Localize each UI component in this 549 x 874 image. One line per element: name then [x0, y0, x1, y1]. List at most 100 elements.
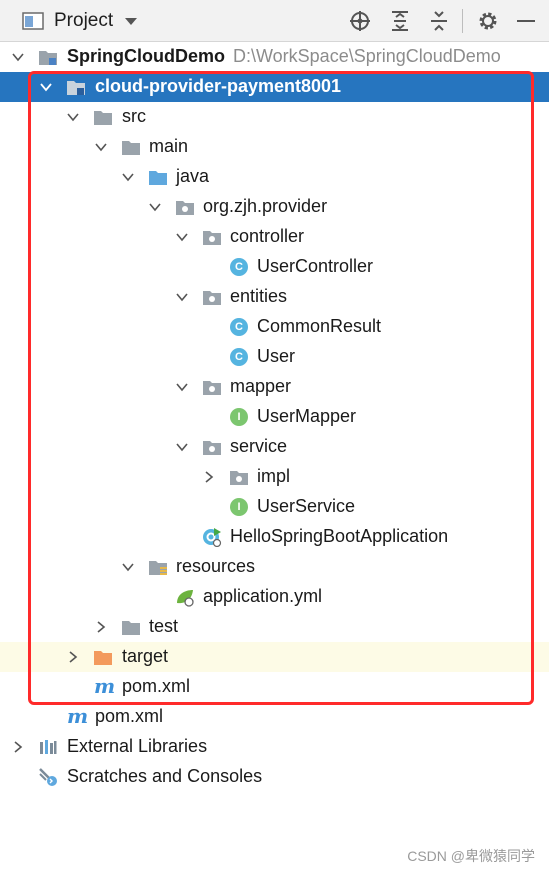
tree-item-label: target: [122, 646, 169, 666]
tree-item-impl[interactable]: impl: [0, 462, 549, 492]
class-icon: C: [230, 348, 248, 366]
tree-item-label: resources: [176, 556, 256, 576]
tree-item-usermapper[interactable]: I UserMapper: [0, 402, 549, 432]
tree-item-entities[interactable]: entities: [0, 282, 549, 312]
tree-item-label: service: [230, 436, 288, 456]
tree-item-label: UserService: [257, 496, 356, 516]
chevron-down-icon[interactable]: [176, 291, 188, 303]
class-icon: C: [230, 318, 248, 336]
tree-item-label: Scratches and Consoles: [67, 766, 263, 786]
chevron-right-icon[interactable]: [203, 471, 215, 483]
tree-item-userservice[interactable]: I UserService: [0, 492, 549, 522]
tree-item-label: External Libraries: [67, 736, 208, 756]
project-view-title: Project: [54, 10, 114, 31]
tree-item-root-pom[interactable]: m pom.xml: [0, 702, 549, 732]
excluded-folder-icon: [94, 651, 112, 665]
spring-config-icon: [177, 590, 194, 607]
chevron-down-icon[interactable]: [176, 381, 188, 393]
interface-icon: I: [230, 498, 248, 516]
tree-item-label: src: [122, 106, 146, 126]
tree-item-service[interactable]: service: [0, 432, 549, 462]
tree-item-commonresult[interactable]: C CommonResult: [0, 312, 549, 342]
maven-icon: m: [67, 704, 89, 728]
tree-item-label: pom.xml: [122, 676, 191, 696]
chevron-down-icon[interactable]: [122, 171, 134, 183]
tree-item-java[interactable]: java: [0, 162, 549, 192]
tree-item-cloud-provider-payment8001[interactable]: cloud-provider-payment8001: [0, 72, 549, 102]
chevron-right-icon[interactable]: [67, 651, 79, 663]
tree-item-label: main: [149, 136, 189, 156]
tree-item-module-pom[interactable]: m pom.xml: [0, 672, 549, 702]
tree-item-label: application.yml: [203, 586, 323, 606]
tree-item-external-libraries[interactable]: External Libraries: [0, 732, 549, 762]
tree-item-label: entities: [230, 286, 288, 306]
module-folder-icon: [39, 51, 57, 65]
chevron-right-icon[interactable]: [12, 741, 24, 753]
project-name: SpringCloudDemo: [67, 46, 225, 66]
resources-folder-icon: [149, 561, 167, 575]
tree-item-label: CommonResult: [257, 316, 382, 336]
project-view-icon: [22, 12, 44, 30]
tree-item-label: java: [176, 166, 210, 186]
chevron-down-icon[interactable]: [95, 141, 107, 153]
chevron-down-icon[interactable]: [176, 231, 188, 243]
chevron-down-icon[interactable]: [122, 561, 134, 573]
tree-item-label: HelloSpringBootApplication: [230, 526, 449, 546]
locate-icon[interactable]: [348, 9, 372, 33]
collapse-all-icon[interactable]: [427, 9, 451, 33]
chevron-right-icon[interactable]: [95, 621, 107, 633]
tree-item-label: org.zjh.provider: [203, 196, 328, 216]
tree-item-main[interactable]: main: [0, 132, 549, 162]
scratches-icon: [39, 768, 57, 786]
chevron-down-icon[interactable]: [67, 111, 79, 123]
tree-item-package[interactable]: org.zjh.provider: [0, 192, 549, 222]
maven-icon: m: [94, 674, 116, 698]
spring-boot-application-icon: [203, 528, 222, 547]
tree-item-label: mapper: [230, 376, 292, 396]
tree-item-label: UserMapper: [257, 406, 357, 426]
folder-icon: [122, 141, 140, 155]
package-icon: [203, 231, 221, 245]
tree-item-label: controller: [230, 226, 305, 246]
tree-item-label: test: [149, 616, 179, 636]
tree-item-target[interactable]: target: [0, 642, 549, 672]
chevron-down-icon[interactable]: [40, 81, 52, 93]
expand-all-icon[interactable]: [388, 9, 412, 33]
package-icon: [203, 441, 221, 455]
tree-item-src[interactable]: src: [0, 102, 549, 132]
tree-item-label: UserController: [257, 256, 374, 276]
tree-item-label: cloud-provider-payment8001: [95, 76, 342, 96]
tree-item-user[interactable]: C User: [0, 342, 549, 372]
watermark: CSDN @卑微猿同学: [407, 848, 535, 864]
project-view-selector[interactable]: Project: [22, 8, 138, 34]
class-icon: C: [230, 258, 248, 276]
chevron-down-icon[interactable]: [12, 51, 24, 63]
package-icon: [203, 291, 221, 305]
tree-item-label: impl: [257, 466, 291, 486]
module-folder-icon: [67, 81, 85, 95]
interface-icon: I: [230, 408, 248, 426]
tree-item-resources[interactable]: resources: [0, 552, 549, 582]
package-icon: [203, 381, 221, 395]
tree-item-label: pom.xml: [95, 706, 164, 726]
gear-icon[interactable]: [476, 9, 500, 33]
source-folder-icon: [149, 171, 167, 185]
chevron-down-icon[interactable]: [176, 441, 188, 453]
tree-item-usercontroller[interactable]: C UserController: [0, 252, 549, 282]
minimize-icon[interactable]: [514, 9, 538, 33]
libraries-icon: [40, 740, 57, 754]
folder-icon: [94, 111, 112, 125]
tree-item-scratches-and-consoles[interactable]: Scratches and Consoles: [0, 762, 549, 792]
tree-item-application-yml[interactable]: application.yml: [0, 582, 549, 612]
folder-icon: [122, 621, 140, 635]
chevron-down-icon[interactable]: [149, 201, 161, 213]
package-icon: [230, 471, 248, 485]
tree-item-controller[interactable]: controller: [0, 222, 549, 252]
tree-item-test[interactable]: test: [0, 612, 549, 642]
chevron-down-icon[interactable]: [125, 17, 138, 25]
tree-item-mapper[interactable]: mapper: [0, 372, 549, 402]
toolbar-separator: [462, 9, 463, 33]
tree-item-hellospringbootapplication[interactable]: HelloSpringBootApplication: [0, 522, 549, 552]
